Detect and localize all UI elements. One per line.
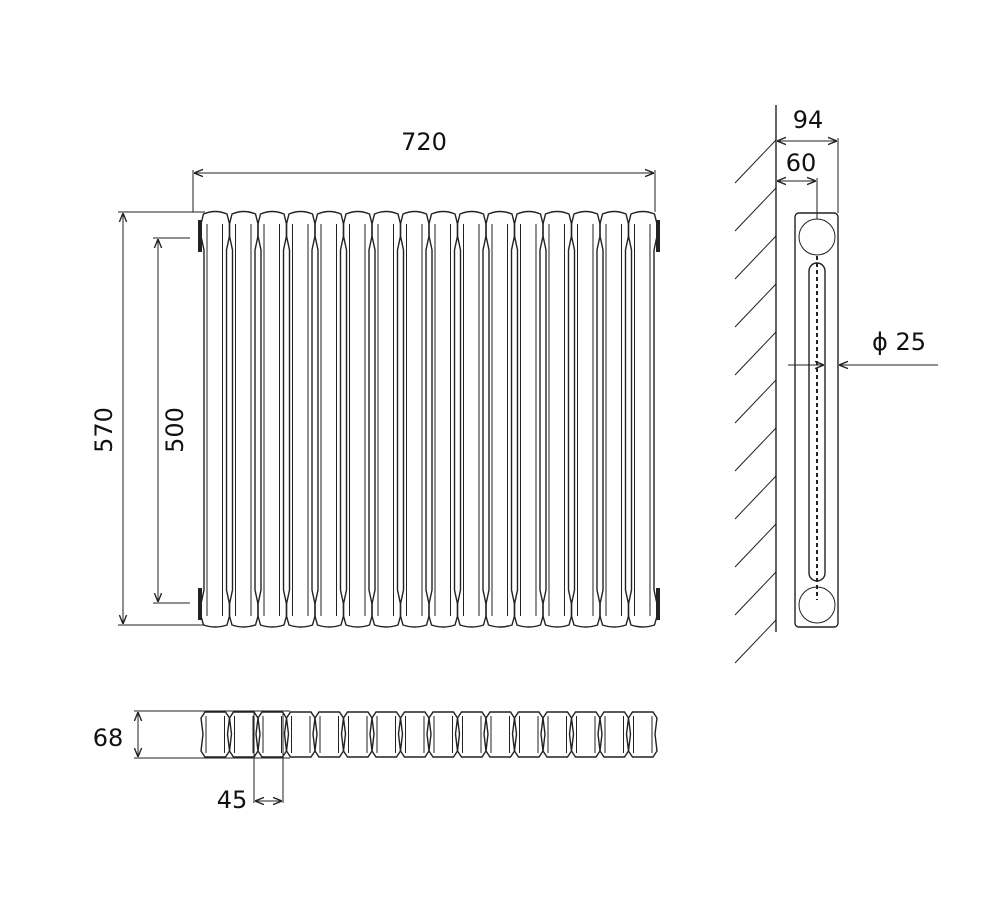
hatch-line <box>734 331 777 376</box>
hatch-line <box>734 571 777 616</box>
radiator-column <box>228 210 259 628</box>
top-column <box>342 711 373 758</box>
top-column <box>285 711 316 758</box>
radiator-column <box>399 210 430 628</box>
top-header-circle <box>798 218 836 256</box>
radiator-column <box>428 210 459 628</box>
wall-hatching <box>734 139 777 664</box>
hatch-line <box>734 619 777 664</box>
radiator-column <box>371 210 402 628</box>
hatch-line <box>734 235 777 280</box>
left-bottom-plug <box>198 588 202 620</box>
radiator-column <box>257 210 288 628</box>
right-top-plug <box>656 220 660 252</box>
radiator-column <box>542 210 573 628</box>
width-dimension: 720 <box>192 128 656 212</box>
right-bottom-plug <box>656 588 660 620</box>
left-top-plug <box>198 220 202 252</box>
radiator-column <box>513 210 544 628</box>
radiator-column <box>200 210 231 628</box>
depth-dimension: 68 <box>93 710 290 759</box>
centers-dimension: 500 <box>153 237 190 604</box>
top-view <box>200 711 658 758</box>
top-column <box>257 711 288 758</box>
depth-label: 68 <box>93 724 124 752</box>
hatch-line <box>734 523 777 568</box>
radiator-column <box>314 210 345 628</box>
hatch-line <box>734 187 777 232</box>
radiator-column <box>599 210 630 628</box>
hatch-line <box>734 139 777 184</box>
pipe-diameter-label: ϕ 25 <box>872 328 926 356</box>
height-dimension: 570 <box>90 211 205 626</box>
radiator-column <box>342 210 373 628</box>
top-column <box>627 711 658 758</box>
top-column <box>371 711 402 758</box>
top-column <box>485 711 516 758</box>
hatch-line <box>734 427 777 472</box>
top-column <box>314 711 345 758</box>
top-column <box>570 711 601 758</box>
radiator-column <box>485 210 516 628</box>
radiator-column <box>285 210 316 628</box>
wall-to-center-label: 60 <box>786 149 817 177</box>
pitch-label: 45 <box>217 786 248 814</box>
hatch-line <box>734 475 777 520</box>
top-column <box>428 711 459 758</box>
top-column <box>599 711 630 758</box>
front-view <box>198 210 660 628</box>
hatch-line <box>734 283 777 328</box>
water-channel <box>808 262 826 582</box>
radiator-column <box>570 210 601 628</box>
top-column <box>200 711 231 758</box>
top-column <box>399 711 430 758</box>
top-column <box>542 711 573 758</box>
top-column <box>513 711 544 758</box>
total-depth-label: 94 <box>793 106 824 134</box>
side-view: 94 60 ϕ 25 <box>734 105 938 664</box>
centers-label: 500 <box>161 407 189 453</box>
height-label: 570 <box>90 407 118 453</box>
top-column <box>456 711 487 758</box>
hatch-line <box>734 379 777 424</box>
radiator-column <box>627 210 658 628</box>
width-label: 720 <box>401 128 447 156</box>
radiator-column <box>456 210 487 628</box>
pitch-dimension: 45 <box>217 712 284 814</box>
